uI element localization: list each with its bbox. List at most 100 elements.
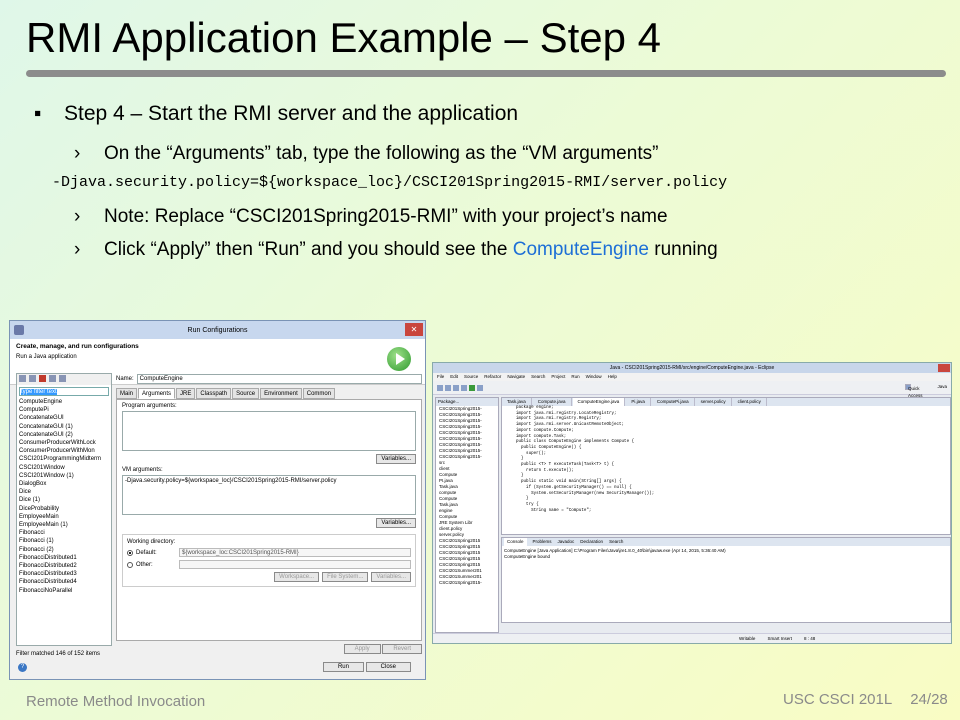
- menu-refactor[interactable]: Refactor: [484, 374, 502, 379]
- config-list-item[interactable]: FibonacciDistributed2: [19, 563, 77, 570]
- other-dir-field[interactable]: [179, 560, 411, 569]
- config-list-item[interactable]: FibonacciNoParallel: [19, 587, 73, 594]
- menu-help[interactable]: Help: [607, 374, 617, 379]
- tab-arguments[interactable]: Arguments: [138, 388, 176, 399]
- config-list-item[interactable]: FibonacciDistributed4: [19, 579, 77, 586]
- config-list-item[interactable]: ConsumerProducerWithMon: [19, 448, 95, 455]
- config-list-item[interactable]: ConcatenateGUI (1): [19, 423, 73, 430]
- config-list-item[interactable]: CSCI201Window: [19, 464, 65, 471]
- tree-item[interactable]: client.policy: [439, 526, 463, 531]
- config-list-item[interactable]: Dice (1): [19, 497, 41, 504]
- config-list-item[interactable]: CSCI201Window (1): [19, 472, 74, 479]
- config-list-item[interactable]: FibonacciDistributed3: [19, 571, 77, 578]
- config-list-item[interactable]: DialogBox: [19, 481, 47, 488]
- config-list-item[interactable]: FibonacciDistributed1: [19, 554, 77, 561]
- tree-item[interactable]: src: [439, 460, 445, 465]
- config-list-item[interactable]: DiceProbability: [19, 505, 60, 512]
- config-list-item[interactable]: Fibonacci (1): [19, 538, 54, 545]
- new-config-icon[interactable]: [19, 375, 26, 382]
- tree-item[interactable]: CSCI201Spring2015-: [439, 406, 482, 411]
- collapse-icon[interactable]: [49, 375, 56, 382]
- tree-item[interactable]: compute: [439, 490, 457, 495]
- filter-icon[interactable]: [59, 375, 66, 382]
- tree-item[interactable]: CSCI201Spring2015-: [439, 454, 482, 459]
- menu-navigate[interactable]: Navigate: [507, 374, 526, 379]
- config-list-item[interactable]: ConcatenateGUI (2): [19, 431, 73, 438]
- tree-item[interactable]: Task.java: [439, 484, 458, 489]
- java-perspective-button[interactable]: Java: [937, 384, 947, 389]
- tree-item[interactable]: CSCI201Summer201: [439, 574, 482, 579]
- editor-tab[interactable]: client.policy: [733, 398, 767, 406]
- print-icon[interactable]: [453, 384, 459, 391]
- help-icon[interactable]: ?: [18, 663, 27, 672]
- menu-edit[interactable]: Edit: [450, 374, 459, 379]
- editor-tab[interactable]: Task.java: [502, 398, 532, 406]
- tree-item[interactable]: PI.java: [439, 478, 453, 483]
- apply-button[interactable]: Apply: [343, 644, 381, 654]
- config-list-item[interactable]: ConcatenateGUI: [19, 415, 64, 422]
- tree-item[interactable]: Task.java: [439, 502, 458, 507]
- tree-item[interactable]: Compute: [439, 472, 458, 477]
- tab-jre[interactable]: JRE: [176, 388, 196, 399]
- tab-source[interactable]: Source: [232, 388, 260, 399]
- file-system-button[interactable]: File System...: [322, 572, 369, 582]
- menu-window[interactable]: Window: [585, 374, 602, 379]
- menu-project[interactable]: Project: [551, 374, 566, 379]
- program-args-input[interactable]: [122, 411, 416, 451]
- console-tab-problems[interactable]: Problems: [532, 539, 552, 544]
- tree-item[interactable]: CSCI201Spring2015: [439, 556, 481, 561]
- editor-tab[interactable]: server.policy: [696, 398, 732, 406]
- menu-source[interactable]: Source: [464, 374, 479, 379]
- wd-variables-button[interactable]: Variables...: [371, 572, 411, 582]
- console-tab-declaration[interactable]: Declaration: [580, 539, 604, 544]
- editor-tab[interactable]: ComputePi.java: [652, 398, 695, 406]
- tree-item[interactable]: engine: [439, 508, 453, 513]
- close-icon[interactable]: ✕: [405, 323, 423, 336]
- menu-search[interactable]: Search: [531, 374, 546, 379]
- variables-button[interactable]: Variables...: [376, 454, 416, 464]
- tree-item[interactable]: CSCI201Spring2015-: [439, 580, 482, 585]
- new-icon[interactable]: [437, 384, 443, 391]
- tree-item[interactable]: CSCI201Spring2015-: [439, 418, 482, 423]
- run-icon[interactable]: [469, 384, 475, 391]
- config-list-item[interactable]: EmployeeMain (1): [19, 522, 68, 529]
- config-list-item[interactable]: Fibonacci: [19, 530, 45, 537]
- tree-item[interactable]: CSCI201Spring2015-: [439, 436, 482, 441]
- delete-icon[interactable]: [39, 375, 46, 382]
- run-button[interactable]: Run: [322, 662, 364, 672]
- tree-item[interactable]: CSCI201Spring2015-: [439, 442, 482, 447]
- config-list-item[interactable]: Fibonacci (2): [19, 546, 54, 553]
- package-explorer-tab[interactable]: Package...: [436, 398, 498, 406]
- duplicate-icon[interactable]: [29, 375, 36, 382]
- tree-item[interactable]: CSCI201Spring2015: [439, 550, 481, 555]
- config-list-item[interactable]: ComputePi: [19, 407, 49, 414]
- tree-item[interactable]: JRE System Libr: [439, 520, 473, 525]
- editor-tab[interactable]: Pi.java: [626, 398, 651, 406]
- tree-item[interactable]: CSCI201Spring2015-: [439, 430, 482, 435]
- console-tab-search[interactable]: Search: [609, 539, 624, 544]
- debug-icon[interactable]: [461, 384, 467, 391]
- tree-item[interactable]: CSCI201Spring2015: [439, 562, 481, 567]
- config-list-item[interactable]: Dice: [19, 489, 32, 496]
- close-button[interactable]: Close: [365, 662, 411, 672]
- tree-item[interactable]: Compute: [439, 496, 458, 501]
- tree-item[interactable]: client: [439, 466, 450, 471]
- tree-item[interactable]: Compute: [439, 514, 458, 519]
- tree-item[interactable]: CSCI201Spring2015: [439, 538, 481, 543]
- save-icon[interactable]: [445, 384, 451, 391]
- tree-item[interactable]: server.policy: [439, 532, 465, 537]
- revert-button[interactable]: Revert: [382, 644, 422, 654]
- name-input[interactable]: ComputeEngine: [136, 374, 422, 384]
- tab-classpath[interactable]: Classpath: [196, 388, 232, 399]
- config-list-item[interactable]: ConsumerProducerWithLock: [19, 440, 96, 447]
- tree-item[interactable]: CSCI201Spring2015-: [439, 448, 482, 453]
- tree-item[interactable]: CSCI201Summer201: [439, 568, 482, 573]
- config-list-item[interactable]: EmployeeMain: [19, 513, 59, 520]
- vm-variables-button[interactable]: Variables...: [376, 518, 416, 528]
- tab-common[interactable]: Common: [302, 388, 336, 399]
- menu-file[interactable]: File: [437, 374, 445, 379]
- code-content[interactable]: package engine;import java.rmi.registry.…: [502, 406, 950, 514]
- config-list-item[interactable]: CSCI201ProgrammingMidterm: [19, 456, 102, 463]
- tree-item[interactable]: CSCI201Spring2015: [439, 544, 481, 549]
- search-icon[interactable]: [477, 384, 483, 391]
